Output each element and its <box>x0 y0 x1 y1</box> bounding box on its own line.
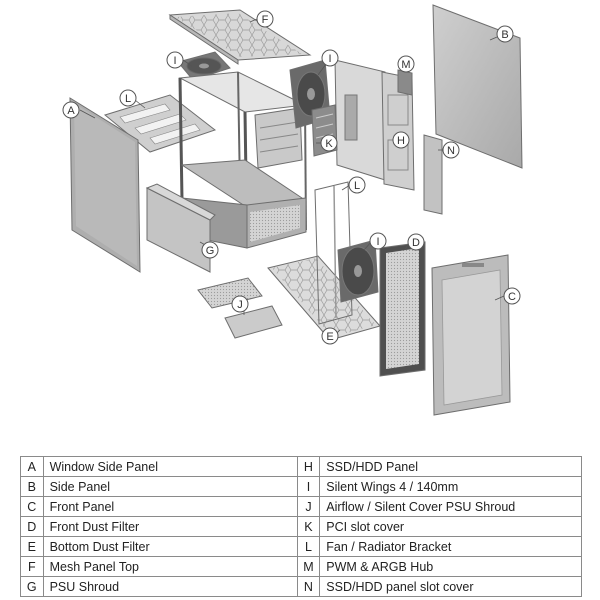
callout-L-letter: L <box>354 180 360 192</box>
callout-H: H <box>392 131 410 149</box>
callout-J: J <box>231 295 249 313</box>
psu-shroud <box>145 183 216 273</box>
fan-radiator-bracket <box>314 181 353 325</box>
callout-E: E <box>321 327 339 345</box>
front-dust-filter <box>379 241 426 377</box>
callout-B: B <box>496 25 514 43</box>
callout-M-letter: M <box>401 59 410 71</box>
callout-I-letter: I <box>328 53 331 65</box>
legend-letter: G <box>20 576 44 597</box>
legend-label: Side Panel <box>42 476 298 497</box>
exploded-case-diagram: A B C D E F G H I I I J K L L M N <box>62 4 523 416</box>
ssd-slot-cover <box>423 134 443 215</box>
callout-L-top: L <box>119 89 137 107</box>
callout-K-letter: K <box>325 138 333 150</box>
legend-letter: F <box>20 556 44 577</box>
callout-A-letter: A <box>67 105 75 117</box>
callout-C: C <box>503 287 521 305</box>
callout-D: D <box>407 233 425 251</box>
psu-shroud-covers <box>197 277 283 339</box>
legend-letter: E <box>20 536 44 557</box>
top-fan <box>177 51 231 81</box>
callout-E-letter: E <box>326 331 333 343</box>
callout-L-letter: L <box>125 93 131 105</box>
legend-label: Front Panel <box>42 496 298 517</box>
callout-L-front: L <box>348 176 366 194</box>
callout-N: N <box>442 141 460 159</box>
callout-K: K <box>320 134 338 152</box>
front-fan <box>337 239 379 303</box>
callout-I-front: I <box>369 232 387 250</box>
legend-letter: A <box>20 456 44 477</box>
callout-G: G <box>201 241 219 259</box>
callout-F-letter: F <box>262 14 269 26</box>
legend-letter: C <box>20 496 44 517</box>
callout-N-letter: N <box>447 145 455 157</box>
legend-label: SSD/HDD Panel <box>319 456 582 477</box>
legend-letter: D <box>20 516 44 537</box>
front-panel <box>431 254 511 416</box>
legend-letter: L <box>296 536 321 557</box>
legend-label: Bottom Dust Filter <box>42 536 298 557</box>
mesh-panel-top <box>168 9 312 65</box>
legend-label: Airflow / Silent Cover PSU Shroud <box>319 496 582 517</box>
legend-letter: J <box>296 496 321 517</box>
callout-A: A <box>62 101 80 119</box>
legend-label: Window Side Panel <box>42 456 298 477</box>
rear-panel-bracket <box>311 59 386 181</box>
callout-C-letter: C <box>508 291 516 303</box>
callout-G-letter: G <box>206 245 215 257</box>
top-fan-bracket <box>103 94 217 153</box>
callout-H-letter: H <box>397 135 405 147</box>
callout-I-letter: I <box>173 55 176 67</box>
callout-B-letter: B <box>501 29 508 41</box>
side-panel <box>432 4 523 169</box>
legend-label: Silent Wings 4 / 140mm <box>319 476 582 497</box>
callout-M: M <box>397 55 415 73</box>
legend-letter: K <box>296 516 321 537</box>
pwm-argb-hub <box>397 69 413 96</box>
legend-label: PCI slot cover <box>319 516 582 537</box>
legend-letter: M <box>296 556 321 577</box>
callout-I-top: I <box>166 51 184 69</box>
callout-I-letter: I <box>376 236 379 248</box>
legend-letter: B <box>20 476 44 497</box>
legend-label: PWM & ARGB Hub <box>319 556 582 577</box>
legend-letter: H <box>296 456 321 477</box>
legend-label: Fan / Radiator Bracket <box>319 536 582 557</box>
legend-letter: N <box>296 576 321 597</box>
legend-label: SSD/HDD panel slot cover <box>319 576 582 597</box>
legend-label: PSU Shroud <box>42 576 298 597</box>
legend-label: Mesh Panel Top <box>42 556 298 577</box>
legend-letter: I <box>296 476 321 497</box>
callout-J-letter: J <box>237 299 243 311</box>
window-side-panel <box>69 97 141 273</box>
legend-label: Front Dust Filter <box>42 516 298 537</box>
callout-I-rear: I <box>321 49 339 67</box>
callout-F: F <box>256 10 274 28</box>
callout-D-letter: D <box>412 237 420 249</box>
